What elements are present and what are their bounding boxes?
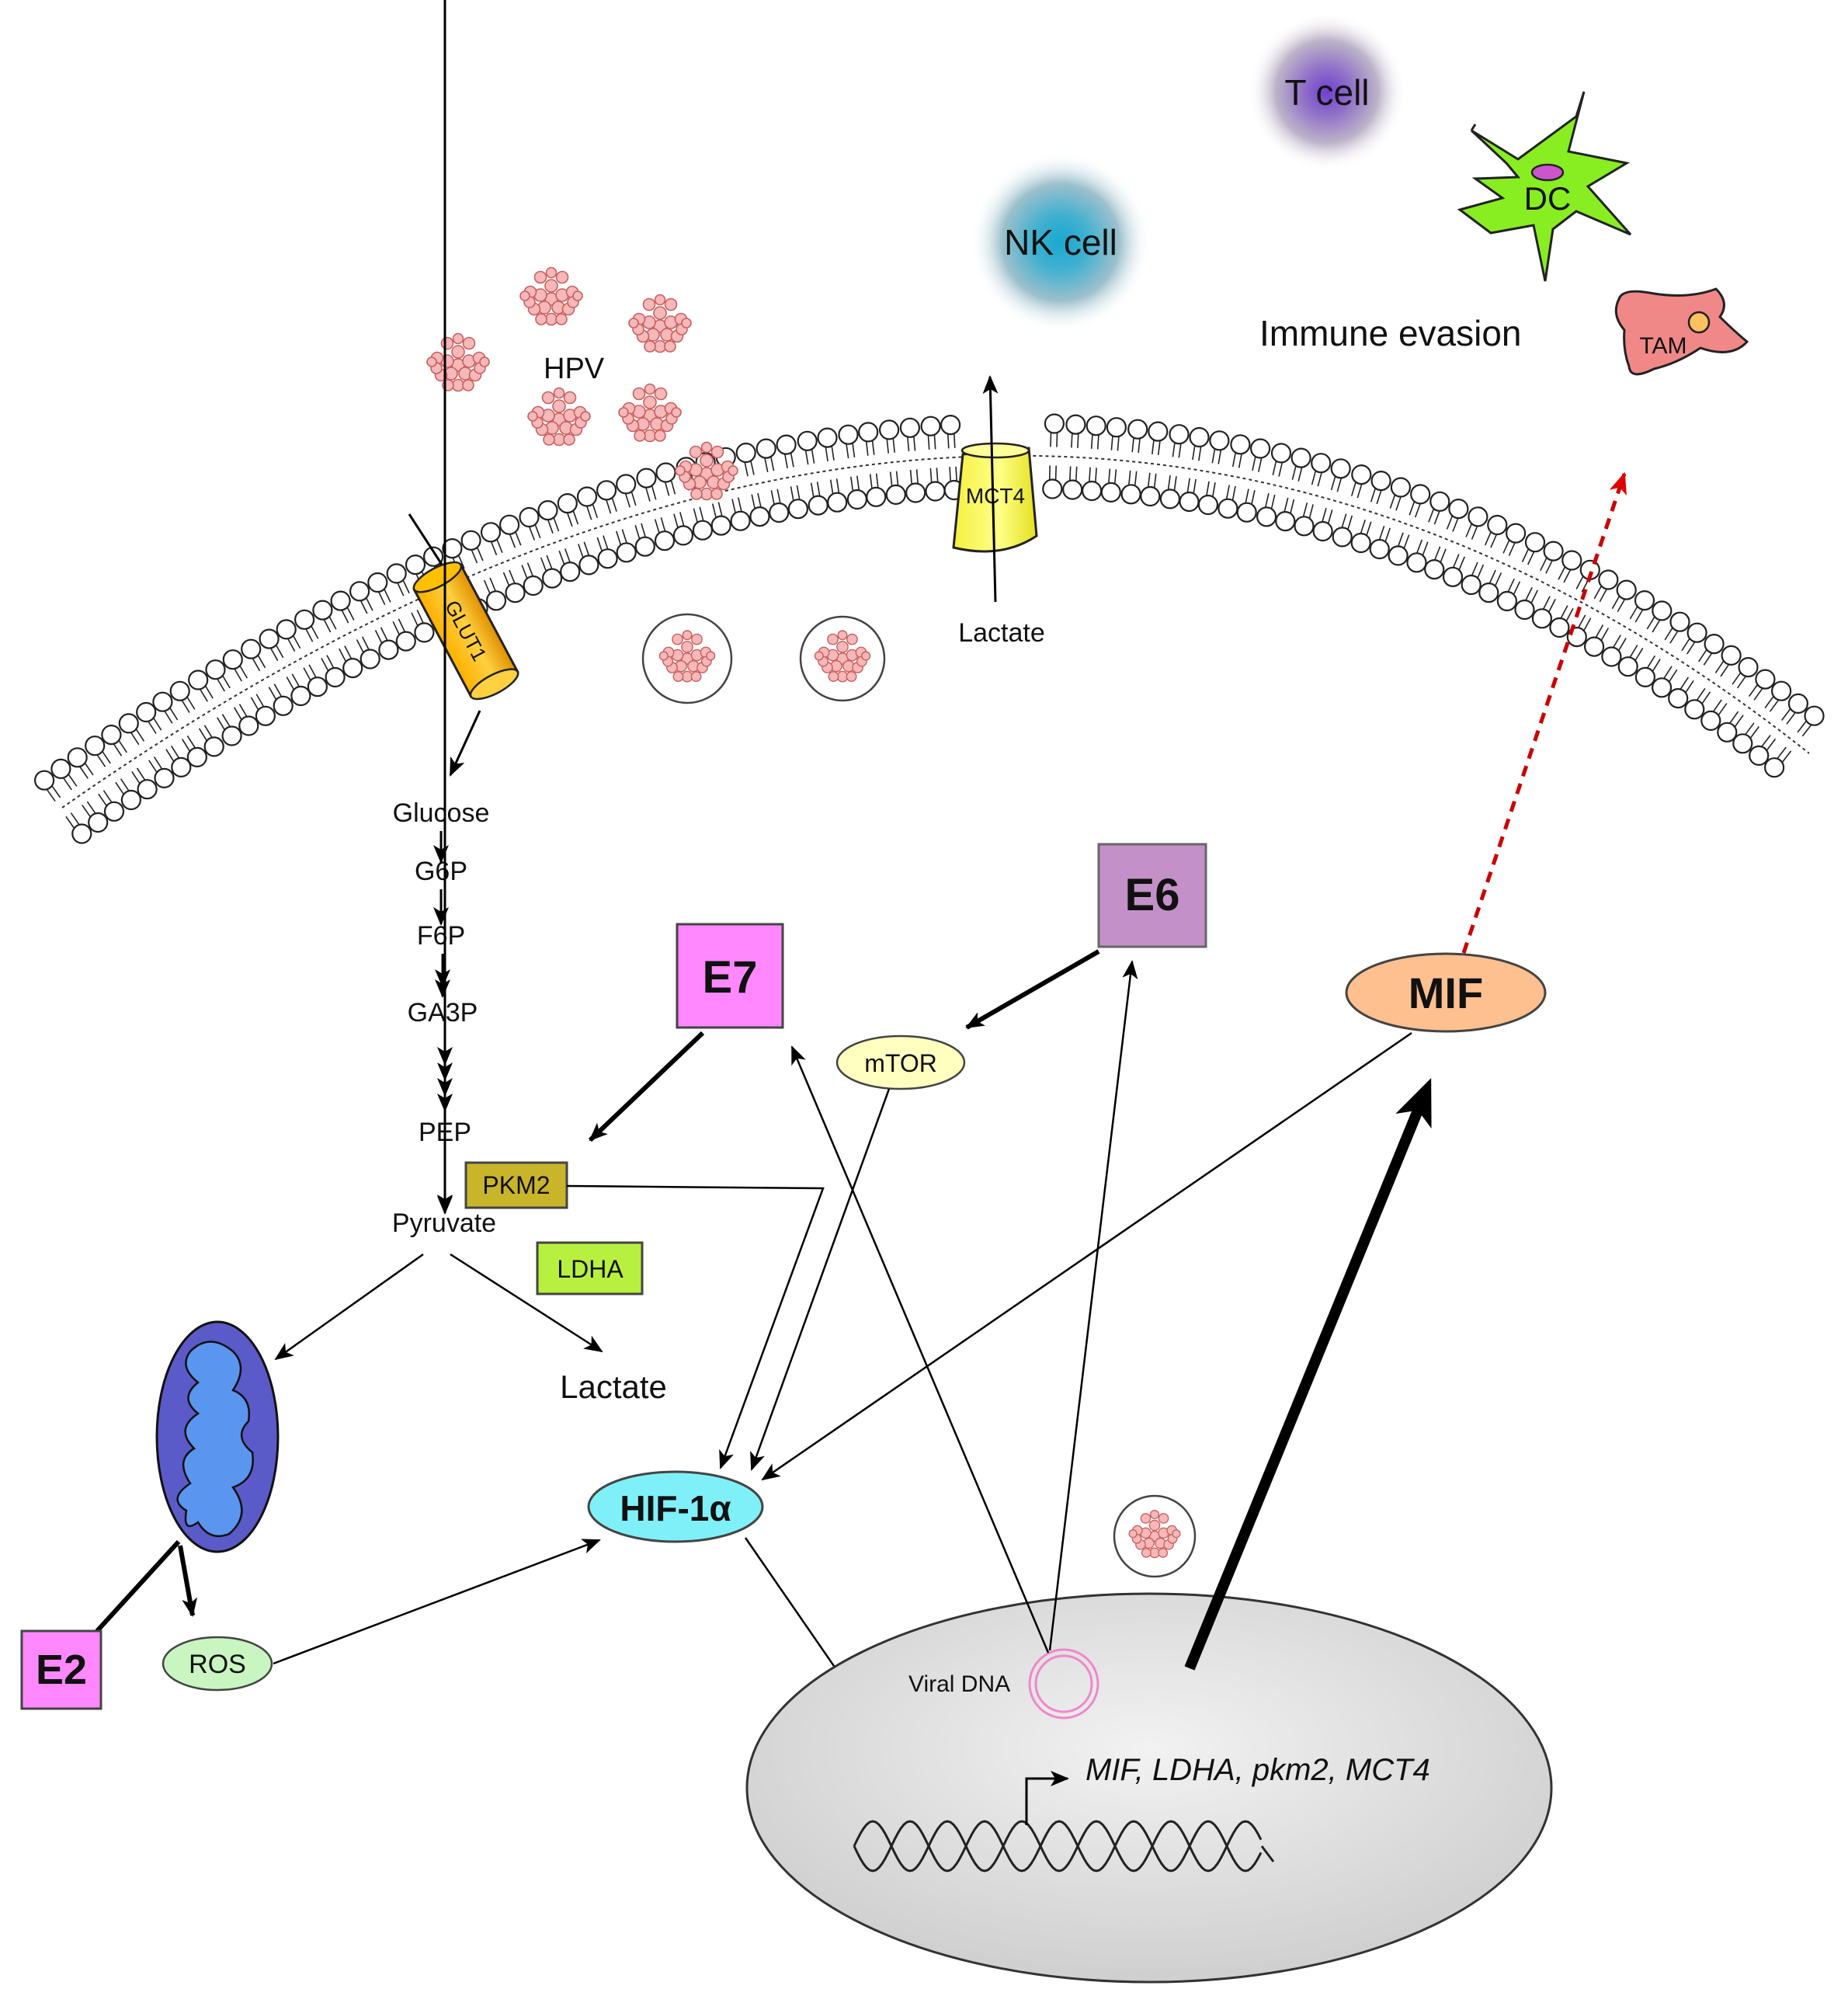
pyruvate-to-mitochondrion-arrow — [274, 1253, 424, 1361]
glut1-transporter: GLUT1 — [412, 561, 519, 701]
e7-box — [676, 923, 784, 1029]
pyruvate-to-lactate-arrow — [450, 1253, 603, 1353]
tam-label: TAM — [1639, 333, 1686, 359]
glycolysis-arrows — [433, 0, 453, 1215]
hpv-label: HPV — [544, 353, 605, 385]
glucose-label: Glucose — [393, 798, 490, 828]
mito-to-ros-arrow — [178, 1545, 197, 1617]
lactate-export-arrow — [982, 375, 999, 603]
ros-to-hif-arrow — [273, 1539, 601, 1665]
viral-dna-episome — [1028, 1648, 1099, 1720]
endosome-virion — [1113, 1494, 1197, 1578]
dendritic-cell — [1457, 91, 1632, 282]
hpv-virion — [628, 294, 692, 353]
e7-to-pkm2-arrow — [588, 1031, 705, 1142]
e2-box — [20, 1629, 102, 1710]
viral-dna-to-e6-arrow — [1048, 960, 1138, 1651]
nucleus-to-mif-arrow — [1184, 1077, 1432, 1671]
ldha-label: LDHA — [557, 1255, 624, 1283]
mct4-label: MCT4 — [966, 484, 1025, 508]
nucleus — [745, 1592, 1553, 1984]
t-cell-label: T cell — [1284, 72, 1369, 113]
hpv-virion — [426, 332, 490, 392]
lactate-membrane-label: Lactate — [958, 618, 1045, 648]
e2-label: E2 — [36, 1647, 87, 1693]
endosome-virion — [641, 613, 733, 704]
glucose-entry-arrow — [449, 710, 481, 777]
hif-label: HIF-1α — [620, 1488, 731, 1528]
target-genes-label: MIF, LDHA, pkm2, MCT4 — [1086, 1753, 1430, 1787]
ga3p-label: GA3P — [408, 998, 478, 1028]
pkm2-box — [464, 1161, 568, 1209]
mif-secretion-dashed-arrow — [1461, 471, 1627, 954]
hpv-virion — [618, 383, 682, 443]
t-cell — [1248, 12, 1406, 171]
e7-label: E7 — [703, 952, 758, 1003]
mct4-transporter — [952, 442, 1038, 553]
ros-oval — [162, 1636, 273, 1692]
e6-to-mtor-arrow — [965, 949, 1100, 1030]
hpv-virion — [527, 387, 591, 447]
immune-evasion-label: Immune evasion — [1259, 313, 1522, 353]
dna-helix — [853, 1820, 1275, 1873]
pkm2-to-hif-arrow — [566, 1184, 825, 1469]
transcription-start-arrow — [1025, 1771, 1069, 1825]
hpv-virion — [519, 266, 583, 326]
dc-label: DC — [1524, 180, 1572, 217]
tam-cell — [1614, 287, 1749, 376]
mtor-label: mTOR — [864, 1049, 937, 1077]
endosome-virion — [799, 615, 886, 702]
f6p-label: F6P — [417, 921, 465, 951]
mif-to-hif-arrow — [761, 1031, 1412, 1481]
nk-cell-label: NK cell — [1004, 222, 1117, 263]
lactate-label: Lactate — [560, 1368, 667, 1405]
mif-oval — [1345, 952, 1547, 1033]
mtor-oval — [835, 1035, 966, 1090]
ros-label: ROS — [189, 1650, 246, 1679]
mif-label: MIF — [1409, 968, 1483, 1017]
pkm2-label: PKM2 — [482, 1171, 550, 1199]
e6-label: E6 — [1125, 870, 1180, 920]
hif-oval — [587, 1470, 764, 1543]
e2-link — [95, 1539, 181, 1633]
mtor-to-hif-arrow — [750, 1088, 891, 1471]
viral-dna-to-e7-arrow — [790, 1045, 1050, 1654]
e6-box — [1097, 843, 1207, 948]
nk-cell — [971, 152, 1151, 332]
cell-membrane — [33, 413, 1825, 844]
ldha-box — [536, 1241, 644, 1295]
viral-dna-label: Viral DNA — [908, 1671, 1010, 1697]
mitochondrion — [155, 1320, 280, 1553]
